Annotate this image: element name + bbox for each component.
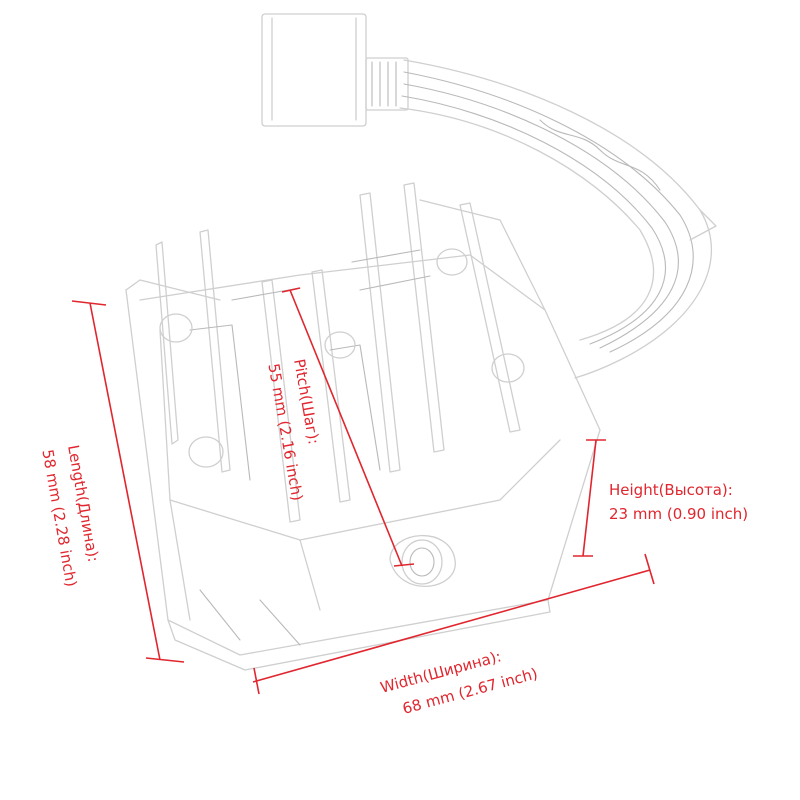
height-value: 23 mm (0.90 inch) — [609, 505, 748, 523]
width-dimension-line — [252, 553, 655, 695]
heat-sink-body — [125, 182, 601, 671]
pitch-dimension-line — [281, 287, 415, 567]
wire-bundle — [399, 59, 717, 379]
height-dimension-line — [573, 439, 606, 557]
height-title: Height(Высота): — [609, 481, 733, 499]
connector-plug — [261, 13, 409, 127]
length-label: Length(Длина): 58 mm (2.28 inch) — [38, 444, 102, 589]
height-label: Height(Высота): 23 mm (0.90 inch) — [609, 481, 748, 523]
rectifier-sketch — [125, 13, 717, 671]
pitch-label: Pitch(Шаг): 55 mm (2.16 inch) — [264, 358, 322, 503]
length-dimension-line — [71, 300, 185, 663]
width-label: Width(Ширина): 68 mm (2.67 inch) — [378, 647, 539, 718]
